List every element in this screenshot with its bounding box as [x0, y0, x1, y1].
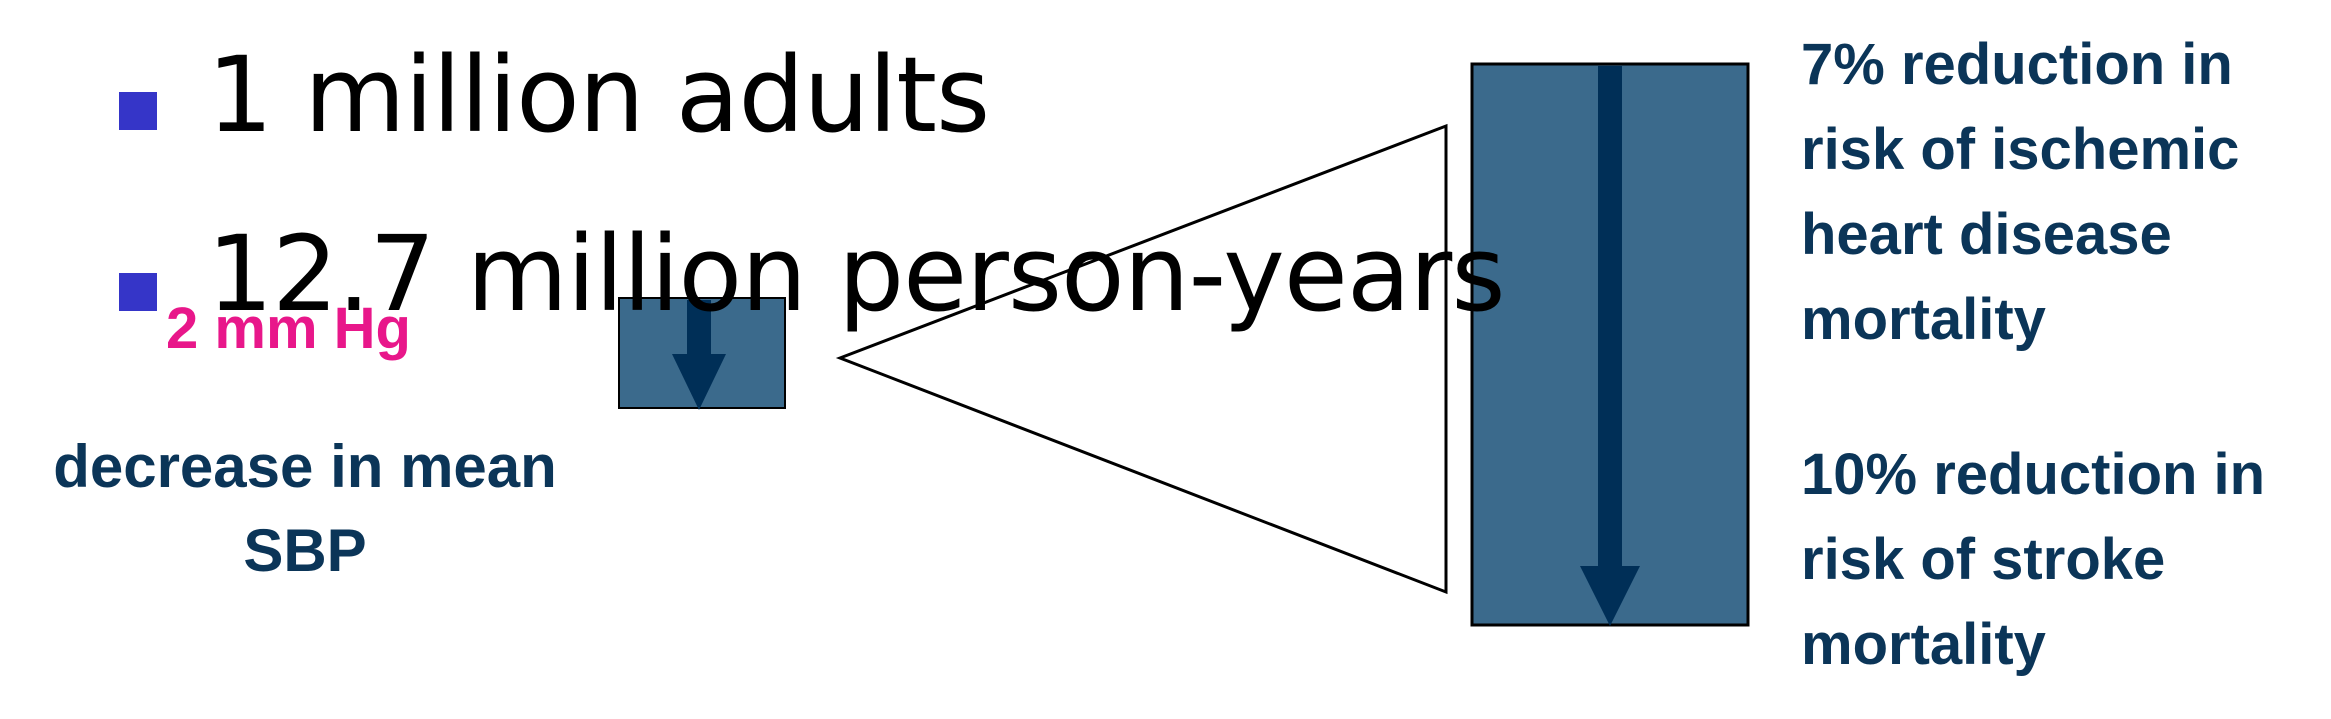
bullet-text: 12.7 million person-years — [207, 213, 1505, 335]
ihd-mortality-outcome: 7% reduction in risk of ischemic heart d… — [1801, 32, 2240, 352]
bp-decrease-caption: decrease in mean SBP — [53, 433, 557, 584]
bullet-text: 1 million adults — [207, 34, 990, 156]
square-bullet-icon — [119, 92, 157, 130]
expansion-triangle — [835, 123, 1448, 595]
large-down-arrow-icon — [1580, 66, 1640, 626]
stroke-mortality-outcome: 10% reduction in risk of stroke mortalit… — [1801, 442, 2266, 677]
small-down-arrow-icon — [672, 300, 726, 410]
square-bullet-icon — [119, 273, 157, 311]
bp-decrease-magnitude: 2 mm Hg — [166, 296, 411, 361]
